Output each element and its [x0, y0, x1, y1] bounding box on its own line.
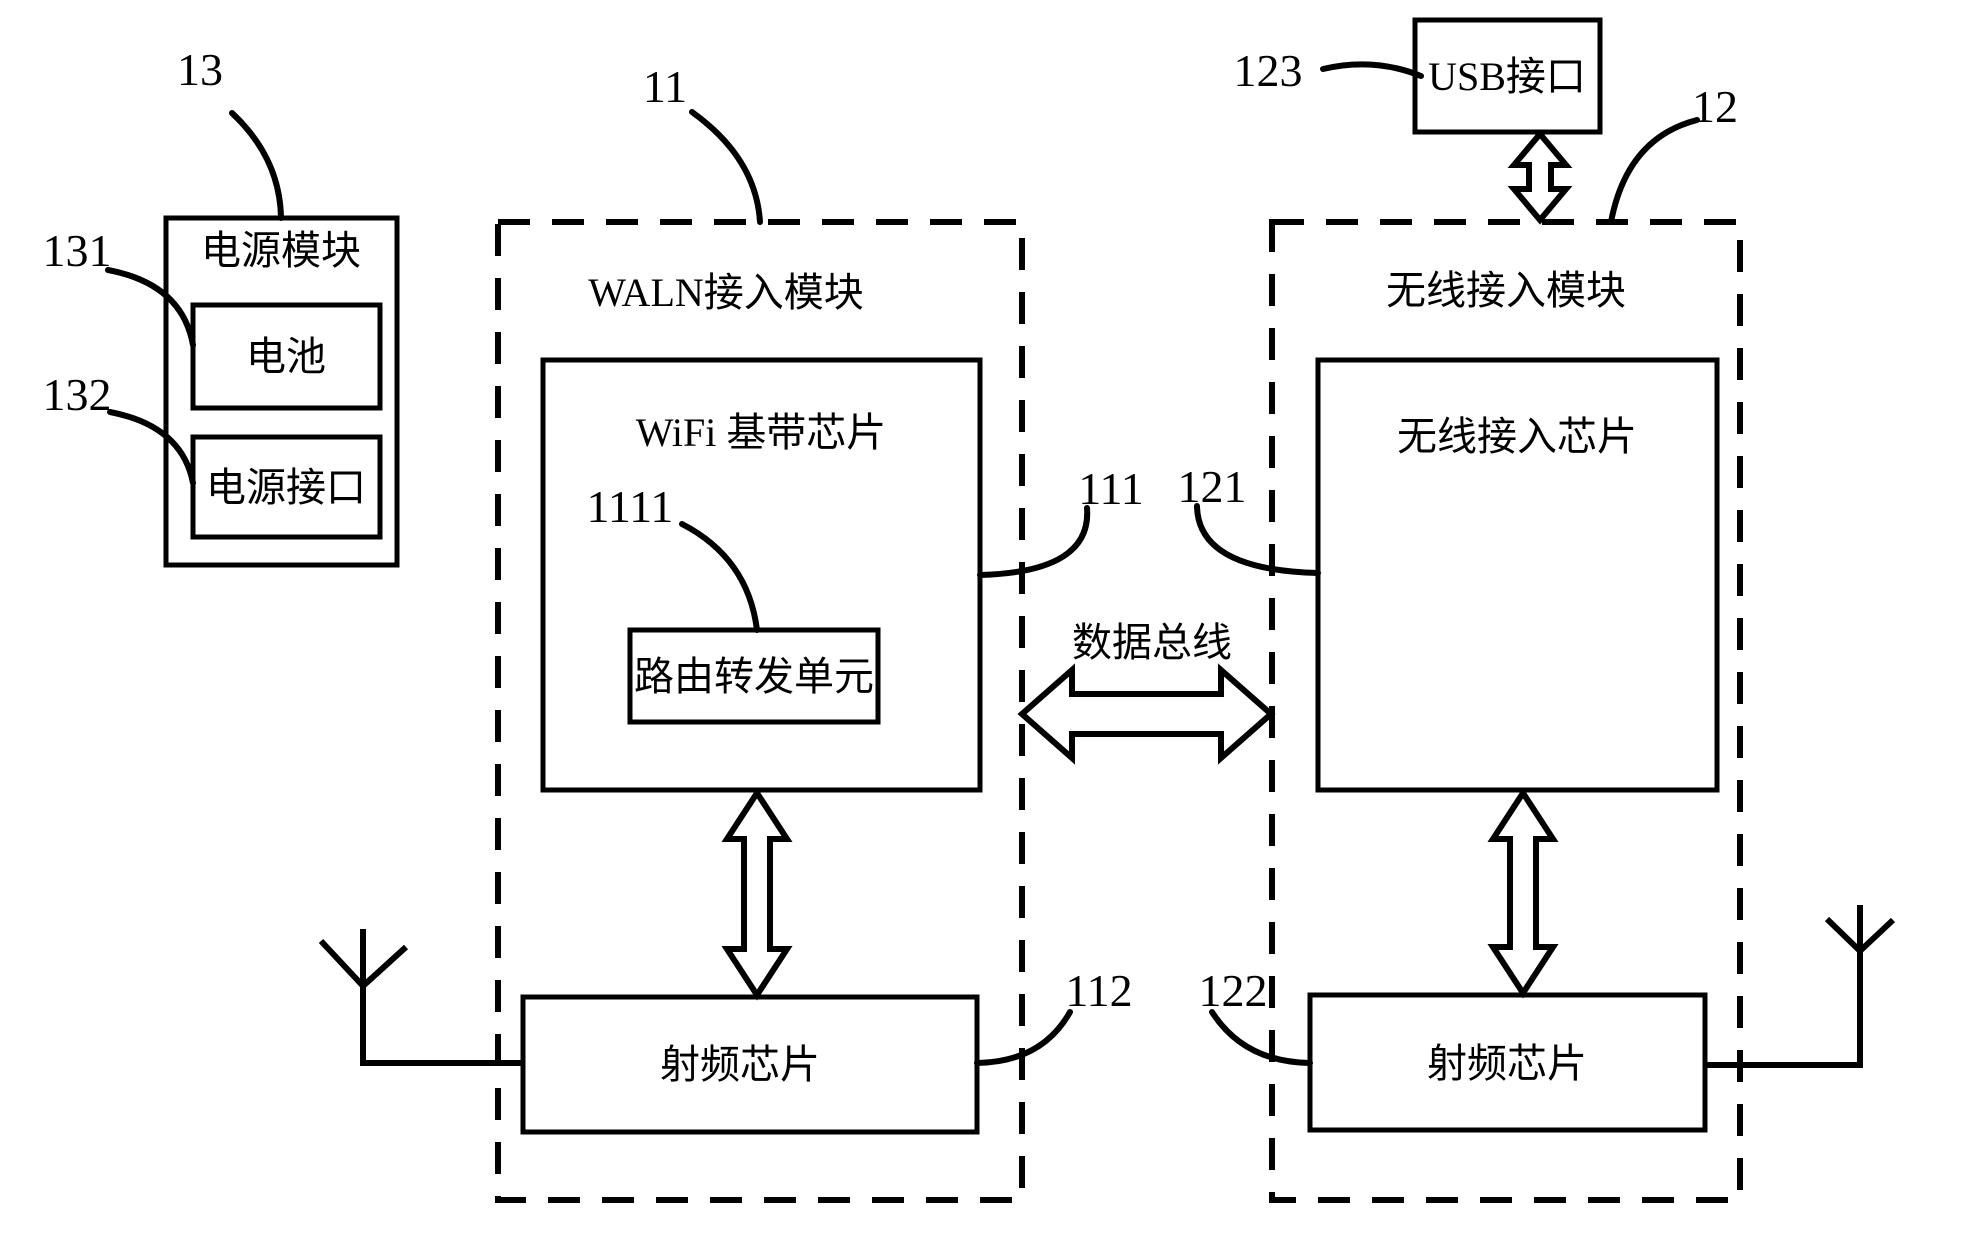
wireless-access-chip-label: 无线接入芯片 — [1397, 414, 1637, 459]
power-port-label: 电源接口 — [206, 465, 366, 510]
usb-port-label: USB接口 — [1428, 54, 1586, 99]
antenna-right-mast — [1705, 905, 1863, 1068]
ref-label-11: 11 — [643, 61, 687, 112]
antenna-right-fork — [1824, 916, 1896, 954]
power-module-title: 电源模块 — [201, 228, 361, 273]
ref-label-111: 111 — [1078, 463, 1144, 514]
routing-unit-label: 路由转发单元 — [634, 654, 874, 699]
antenna-left-fork — [318, 938, 409, 989]
rf-chip-right-label: 射频芯片 — [1427, 1041, 1587, 1086]
ref-label-123: 123 — [1234, 45, 1303, 96]
ref-line-122 — [1209, 1009, 1313, 1066]
ref-line-13 — [229, 110, 284, 221]
wifi-baseband-chip-label: WiFi 基带芯片 — [636, 410, 887, 455]
routing-unit-box — [627, 627, 881, 725]
ref-label-112: 112 — [1065, 965, 1132, 1016]
wireless-module-title: 无线接入模块 — [1386, 268, 1626, 313]
wlan-module-title: WALN接入模块 — [588, 270, 864, 315]
ref-label-122: 122 — [1199, 965, 1268, 1016]
ref-line-132 — [107, 409, 196, 486]
data-bus-label: 数据总线 — [1072, 620, 1232, 665]
ref-line-123 — [1320, 61, 1424, 79]
usb-double-arrow — [1507, 129, 1573, 225]
ref-label-12: 12 — [1692, 81, 1738, 132]
ref-label-132: 132 — [43, 369, 112, 420]
ref-label-1111: 1111 — [587, 481, 674, 532]
wireless-module-dashed-box — [1269, 219, 1743, 1203]
ref-line-111 — [977, 505, 1091, 578]
wlan-module-dashed-box — [495, 219, 1025, 1203]
ref-line-12 — [1608, 117, 1700, 225]
ref-line-1111 — [679, 521, 760, 633]
ref-line-131 — [105, 267, 196, 348]
battery-label: 电池 — [246, 334, 326, 379]
power-port-box — [190, 434, 383, 540]
ref-label-13: 13 — [177, 44, 223, 95]
ref-line-121 — [1194, 503, 1321, 576]
ref-line-112 — [974, 1009, 1073, 1066]
ref-label-131: 131 — [43, 225, 112, 276]
battery-box — [190, 302, 383, 411]
ref-label-121: 121 — [1178, 461, 1247, 512]
antenna-left-mast — [360, 929, 523, 1066]
ref-line-11 — [689, 109, 763, 225]
rf-chip-left-label: 射频芯片 — [660, 1042, 820, 1087]
